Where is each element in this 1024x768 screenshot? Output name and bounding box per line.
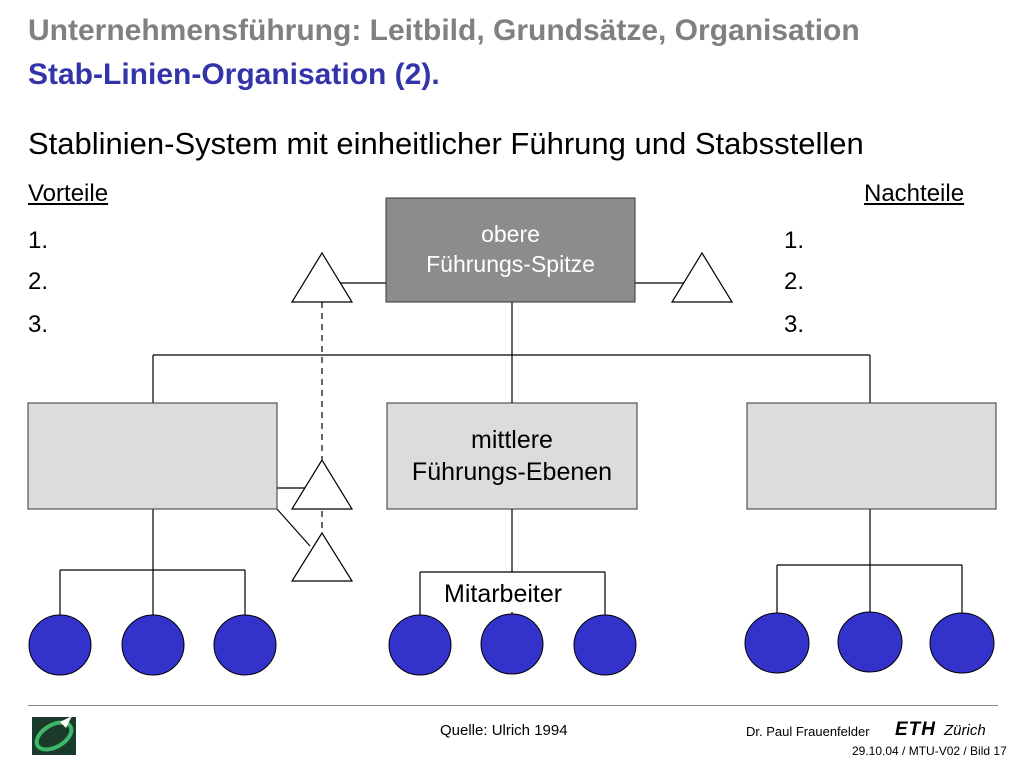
disadvantage-item-1: 1. xyxy=(784,227,805,254)
logo-icon xyxy=(32,716,76,755)
footer-divider xyxy=(28,705,998,706)
middle-management-box xyxy=(386,402,638,510)
staff-triangle-top-left xyxy=(290,251,354,303)
advantages-label: Vorteile xyxy=(28,180,109,207)
employee-circle xyxy=(480,613,544,675)
slide-reference: 29.10.04 / MTU-V02 / Bild 17 xyxy=(852,744,1007,758)
top-box-line2: Führungs-Spitze xyxy=(426,251,595,277)
employee-circle xyxy=(388,614,452,676)
advantage-item-3: 3. xyxy=(28,311,49,338)
disadvantage-item-3: 3. xyxy=(784,311,805,338)
employee-circle xyxy=(28,614,92,676)
employee-circle xyxy=(837,611,903,673)
advantage-item-1: 1. xyxy=(28,227,49,254)
eth-wordmark: ETH xyxy=(895,719,936,740)
employee-circle xyxy=(573,614,637,676)
staff-triangle-mid xyxy=(290,458,354,510)
staff-triangle-low xyxy=(290,531,354,582)
employees-label: Mitarbeiter xyxy=(444,580,563,608)
staff-triangle-top-right xyxy=(670,251,734,303)
top-management-box xyxy=(385,197,636,303)
employee-circle xyxy=(744,612,810,674)
section-heading: Stablinien-System mit einheitlicher Führ… xyxy=(28,126,864,161)
top-box-line1: obere xyxy=(481,221,540,248)
author-name: Dr. Paul Frauenfelder xyxy=(746,724,870,739)
right-middle-box xyxy=(746,402,997,510)
mid-box-line2: Führungs-Ebenen xyxy=(411,458,613,486)
zurich-wordmark: Zürich xyxy=(944,722,986,739)
source-citation: Quelle: Ulrich 1994 xyxy=(440,722,568,739)
slide-title: Unternehmensführung: Leitbild, Grundsätz… xyxy=(28,14,860,47)
advantage-item-2: 2. xyxy=(28,268,49,295)
left-middle-box xyxy=(27,402,278,510)
employee-circle xyxy=(929,612,995,674)
slide-subtitle: Stab-Linien-Organisation (2). xyxy=(28,58,440,91)
employee-circle xyxy=(213,614,277,676)
mid-box-line1: mittlere xyxy=(471,425,553,454)
disadvantages-label: Nachteile xyxy=(864,180,965,207)
employee-circle xyxy=(121,614,185,676)
top-management-label: obere Führungs-Spitze xyxy=(386,198,635,302)
disadvantage-item-2: 2. xyxy=(784,268,805,295)
middle-management-label: mittlere Führungs-Ebenen xyxy=(387,403,637,509)
staff-connector-low xyxy=(276,508,311,547)
